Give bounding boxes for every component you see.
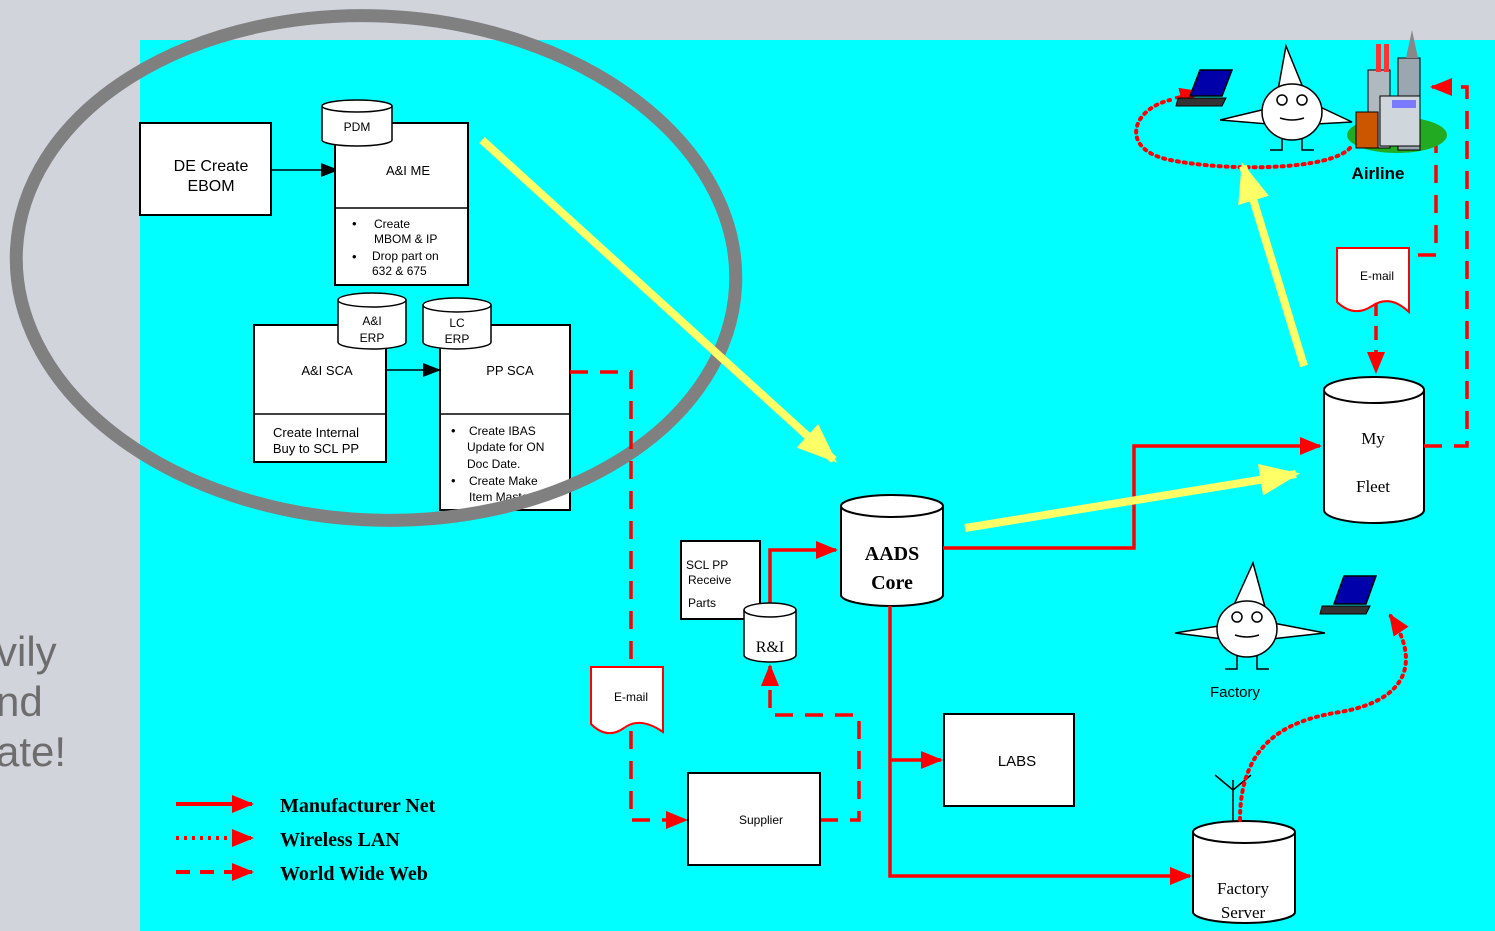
wireless-loop-airline <box>1134 98 1352 170</box>
svg-text:•: • <box>352 249 357 264</box>
laptop-icon <box>1175 69 1234 107</box>
ai-me-bullet-2-line-2: 632 & 675 <box>372 264 427 278</box>
supplier-box: Supplier <box>687 772 821 866</box>
legend-item-world-wide-web: World Wide Web <box>280 863 428 885</box>
yellow-arrow-group-to-aads <box>479 137 837 463</box>
my-fleet-database: My Fleet <box>1323 376 1425 524</box>
legend-item-manufacturer-net: Manufacturer Net <box>280 795 436 817</box>
ai-erp-label-2: ERP <box>360 331 385 345</box>
airline-label: Airline <box>1352 164 1405 183</box>
scl-receive-line-1: SCL PP <box>686 558 728 572</box>
ai-sca-label: A&I SCA <box>301 363 353 378</box>
pp-sca-bullet-1-line-3: Doc Date. <box>467 457 520 471</box>
ri-label: R&I <box>756 639 784 656</box>
lc-erp-database: LC ERP <box>422 297 492 350</box>
yellow-arrow-aads-to-myfleet <box>964 464 1300 532</box>
pp-sca-box: PP SCA • Create IBAS Update for ON Doc D… <box>439 324 571 511</box>
side-text-line-1: vily <box>0 628 57 675</box>
aads-label-1: AADS <box>865 543 919 565</box>
ai-me-box: A&I ME • Create MBOM & IP • Drop part on… <box>334 122 469 286</box>
www-link-ppsca-to-supplier <box>570 370 688 829</box>
yellow-arrow-myfleet-to-airline <box>1238 162 1308 368</box>
factory-server-label-1: Factory <box>1217 879 1269 898</box>
factory-label: Factory <box>1210 684 1261 701</box>
aads-core-database: AADS Core <box>840 494 944 607</box>
legend-item-wireless-lan: Wireless LAN <box>280 829 400 851</box>
highlight-ellipse <box>9 9 743 527</box>
email-document-left: E-mail <box>590 666 664 735</box>
email-document-right: E-mail <box>1336 247 1410 315</box>
pp-sca-bullet-1-line-1: Create IBAS <box>469 424 536 438</box>
legend: Manufacturer Net Wireless LAN World Wide… <box>176 795 436 885</box>
de-create-ebom-box: DE Create EBOM <box>139 122 272 216</box>
pdm-label: PDM <box>344 120 371 134</box>
www-link-supplier-to-ri <box>761 664 861 822</box>
city-buildings-icon <box>1347 30 1447 153</box>
ri-database: R&I <box>743 602 797 663</box>
supplier-label: Supplier <box>739 813 783 827</box>
svg-text:•: • <box>451 473 456 488</box>
www-link-myfleet-to-airline <box>1424 78 1469 448</box>
ai-sca-body-line-1: Create Internal <box>273 425 359 440</box>
net-link-ri-to-aads <box>768 541 838 610</box>
pp-sca-label: PP SCA <box>486 363 534 378</box>
lc-erp-label-2: ERP <box>445 332 470 346</box>
wireless-link-factory <box>1238 613 1409 822</box>
factory-server-label-2: Server <box>1221 903 1266 922</box>
side-text-line-2: nd <box>0 678 43 725</box>
aads-label-2: Core <box>871 572 913 594</box>
de-create-label-1: DE Create <box>174 158 249 175</box>
email-left-label: E-mail <box>614 690 648 704</box>
ai-me-label: A&I ME <box>386 163 430 178</box>
de-create-label-2: EBOM <box>187 178 234 195</box>
pdm-database: PDM <box>321 99 393 147</box>
pp-sca-bullet-2-line-1: Create Make <box>469 474 538 488</box>
scl-receive-line-2: Receive <box>688 573 732 587</box>
email-right-label: E-mail <box>1360 269 1394 283</box>
scl-receive-line-3: Parts <box>688 596 716 610</box>
myfleet-label-2: Fleet <box>1356 477 1390 496</box>
net-link-aads-to-factory-server <box>888 606 1192 885</box>
pp-sca-bullet-1-line-2: Update for ON <box>467 440 544 454</box>
ai-erp-database: A&I ERP <box>337 292 407 350</box>
airplane-mascot-icon <box>1174 560 1326 670</box>
factory-server-database: Factory Server <box>1192 820 1296 924</box>
ai-erp-label-1: A&I <box>362 314 381 328</box>
scl-receive-parts-box: SCL PP Receive Parts <box>680 540 761 620</box>
myfleet-label-1: My <box>1361 429 1385 448</box>
labs-label: LABS <box>998 753 1036 770</box>
labs-box: LABS <box>943 713 1075 807</box>
svg-text:•: • <box>352 216 357 231</box>
ai-sca-body-line-2: Buy to SCL PP <box>273 441 359 456</box>
laptop-icon <box>1319 575 1378 615</box>
svg-text:•: • <box>451 423 456 438</box>
side-text-line-3: ate! <box>0 728 67 775</box>
ai-me-bullet-2-line-1: Drop part on <box>372 249 439 263</box>
lc-erp-label-1: LC <box>449 316 465 330</box>
ai-me-bullet-1-line-2: MBOM & IP <box>374 232 437 246</box>
ai-me-bullet-1-line-1: Create <box>374 217 410 231</box>
www-link-airline-to-email <box>1410 135 1438 257</box>
airplane-mascot-icon <box>1219 43 1353 151</box>
